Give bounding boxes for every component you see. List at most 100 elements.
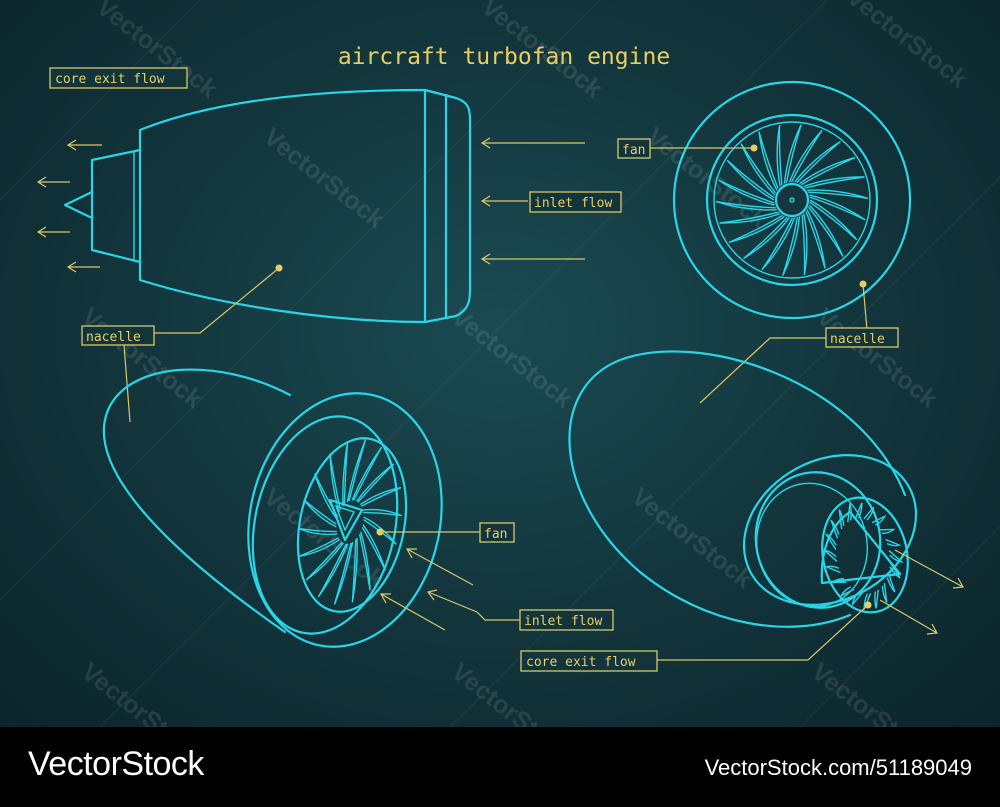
fan-blade	[881, 582, 888, 603]
iso-rear-core-nozzle	[821, 496, 909, 614]
fan-blade	[333, 541, 354, 605]
engine-front-view: fan nacelle	[617, 80, 912, 404]
fan-blade	[740, 143, 777, 196]
label-box-front-nacelle	[825, 327, 899, 348]
fan-blade	[805, 209, 826, 269]
fan-blade	[888, 550, 904, 563]
footer-image-id: VectorStock.com/51189049	[704, 755, 972, 780]
label-iso-core-exit: core exit flow	[526, 655, 636, 670]
fan-blade	[879, 528, 896, 535]
fan-blade	[342, 441, 349, 507]
fan-blade	[351, 446, 383, 501]
label-box-side-core-exit	[49, 67, 188, 89]
label-side-nacelle: nacelle	[86, 330, 141, 345]
watermark-3: VectorStock	[841, 0, 972, 94]
fan-blade	[715, 200, 777, 211]
iso-rear-core-exit-leader	[657, 604, 869, 661]
fan-blade	[761, 217, 796, 271]
fan-blade	[886, 573, 896, 593]
label-box-iso-core-exit	[520, 650, 658, 672]
fan-blade	[329, 453, 342, 513]
fan-blade	[298, 527, 338, 536]
watermark-5: VectorStock	[641, 123, 772, 234]
fan-blade	[854, 502, 863, 520]
label-front-fan: fan	[622, 143, 645, 158]
fan-blade	[824, 565, 841, 574]
watermark-6: VectorStock	[76, 303, 207, 414]
fan-blade	[801, 213, 808, 276]
fan-blade	[356, 463, 395, 503]
watermark-8: VectorStock	[811, 303, 942, 414]
fan-blade	[782, 216, 801, 276]
iso-rear-nacelle-body	[568, 350, 907, 628]
watermark-4: VectorStock	[258, 123, 389, 234]
label-box-iso-inlet	[519, 609, 614, 631]
label-front-nacelle: nacelle	[830, 332, 885, 347]
front-fan-blades	[715, 124, 869, 276]
fan-blade	[358, 531, 371, 591]
fan-blade	[363, 516, 397, 545]
label-side-core-exit: core exit flow	[55, 72, 165, 87]
fan-blade	[803, 176, 865, 189]
side-inlet-flow-arrows	[480, 137, 585, 265]
fan-blade	[807, 204, 844, 257]
label-box-iso-fan	[479, 522, 515, 543]
fan-blade	[718, 179, 775, 206]
iso-front-fan-casing	[296, 437, 408, 613]
fan-blade	[825, 533, 837, 550]
fan-blade	[346, 439, 367, 503]
fan-blade	[851, 591, 863, 606]
side-exhaust-cone	[63, 190, 94, 220]
fan-blade	[822, 549, 838, 562]
iso-rear-turbine-blades	[822, 502, 904, 610]
fan-blade	[794, 140, 841, 184]
fan-blade	[726, 159, 775, 201]
fan-blade	[776, 124, 783, 187]
label-iso-fan: fan	[484, 527, 507, 542]
blueprint-svg: VectorStock VectorStock VectorStock Vect…	[0, 0, 1000, 727]
front-spinner	[774, 182, 810, 218]
fan-blade	[361, 524, 386, 571]
fan-blade	[788, 129, 823, 183]
iso-rear-exhaust-cone	[820, 510, 902, 585]
fan-blade	[351, 537, 358, 603]
iso-inlet-flow-arrows	[379, 548, 478, 631]
blueprint-canvas: VectorStock VectorStock VectorStock Vect…	[0, 0, 1000, 727]
side-core-nozzle	[90, 148, 142, 264]
front-spinner-tip	[789, 197, 795, 203]
label-side-inlet: inlet flow	[534, 196, 612, 211]
front-nacelle-outer	[672, 80, 912, 320]
label-box-side-nacelle	[81, 325, 155, 346]
fan-blade	[809, 199, 858, 241]
fan-blade	[362, 508, 402, 517]
front-nacelle-inner	[705, 113, 879, 287]
fan-blade	[305, 541, 344, 581]
front-fan-casing	[713, 121, 871, 279]
fan-blade	[783, 124, 802, 184]
front-nacelle-leader	[699, 283, 868, 404]
fan-blade	[728, 214, 785, 244]
engine-isometric-front: fan inlet flow	[102, 368, 614, 648]
label-box-side-inlet	[529, 191, 622, 213]
side-exit-flow-arrows	[36, 139, 102, 273]
fan-blade	[874, 589, 879, 609]
fan-blade	[830, 519, 840, 539]
watermark-7: VectorStock	[446, 303, 577, 414]
engine-isometric-rear: core exit flow	[520, 350, 964, 672]
iso-inlet-leader	[476, 611, 520, 621]
label-box-front-fan	[617, 138, 651, 159]
iso-front-nacelle-lip	[247, 392, 443, 648]
footer-bar: VectorStock VectorStock.com/51189049	[0, 727, 1000, 807]
fan-blade	[871, 514, 887, 526]
iso-front-fan-blades	[298, 439, 402, 605]
fan-blade	[809, 194, 866, 221]
fan-blade	[758, 131, 779, 191]
side-nacelle-leader	[123, 267, 280, 423]
iso-front-nacelle-body	[102, 368, 292, 634]
footer-brand: VectorStock	[28, 745, 204, 783]
fan-blade	[799, 156, 856, 186]
fan-blade	[839, 586, 855, 598]
iso-rear-nacelle-ring-1	[742, 454, 918, 606]
iso-front-spinner-inner	[334, 504, 355, 532]
